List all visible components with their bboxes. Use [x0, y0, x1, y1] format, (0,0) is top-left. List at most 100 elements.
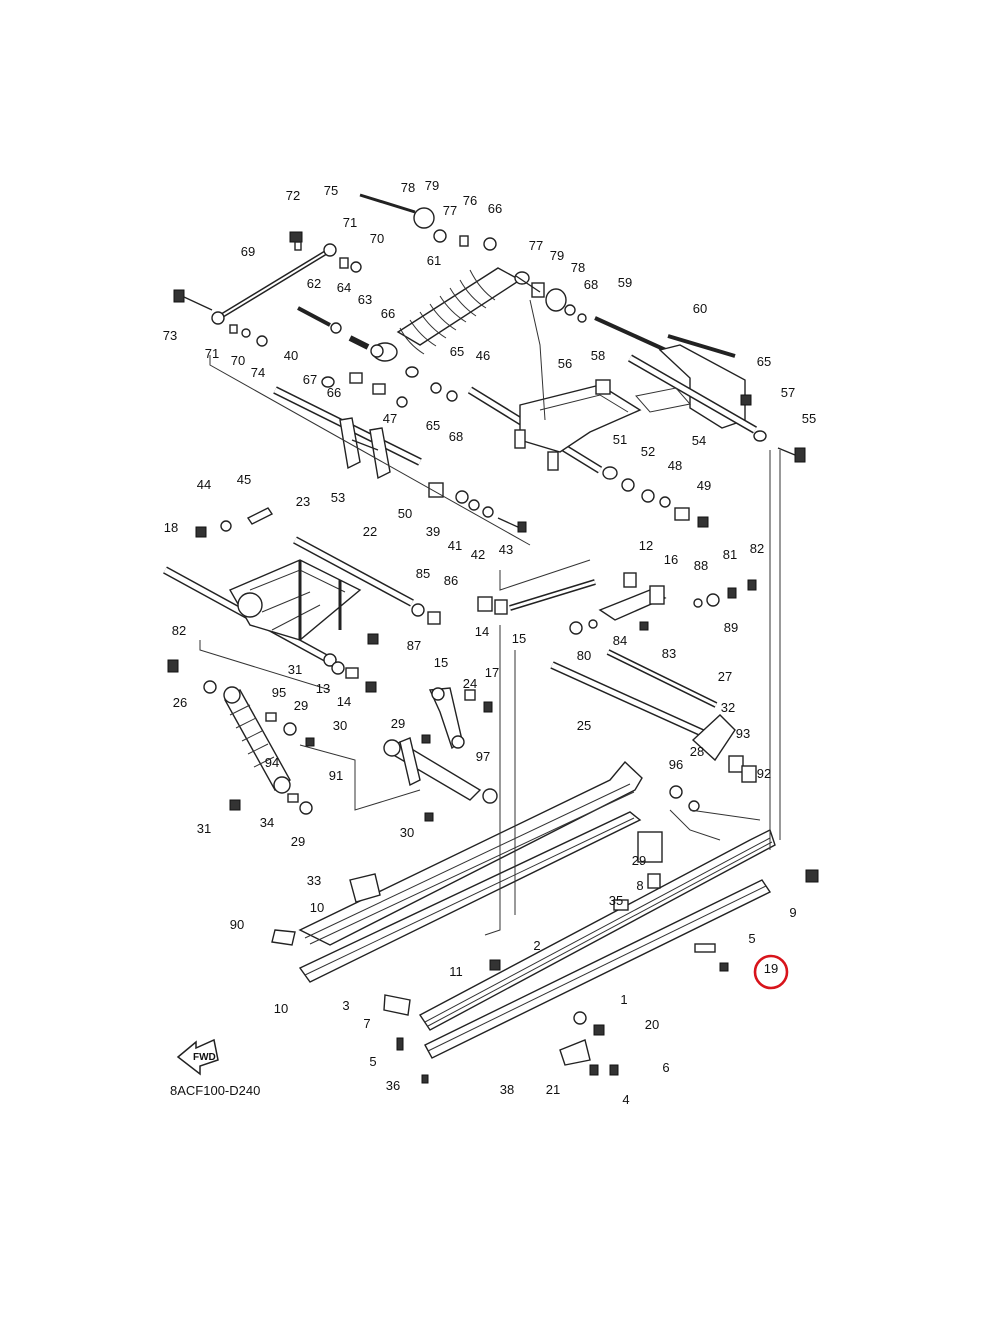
- callout-71: 71: [205, 346, 219, 361]
- bolt-72: [289, 231, 303, 251]
- bolts-62-64-63-66: [297, 306, 384, 358]
- callout-68: 68: [584, 277, 598, 292]
- callout-93: 93: [736, 726, 750, 741]
- callout-52: 52: [641, 444, 655, 459]
- callout-10: 10: [310, 900, 324, 915]
- bracket-24: [428, 687, 465, 750]
- callout-86: 86: [444, 573, 458, 588]
- callout-47: 47: [383, 411, 397, 426]
- callout-17: 17: [485, 665, 499, 680]
- collars-51-52-48-49-53: [602, 466, 709, 528]
- callout-69: 69: [241, 244, 255, 259]
- callout-96: 96: [669, 757, 683, 772]
- bracket-39: [339, 417, 391, 480]
- callout-66: 66: [327, 385, 341, 400]
- callout-44: 44: [197, 477, 211, 492]
- callout-23: 23: [296, 494, 310, 509]
- callout-19: 19: [764, 961, 778, 976]
- bracket-60-shaft-56: [628, 334, 757, 434]
- shaft-80: [477, 579, 596, 615]
- callout-85: 85: [416, 566, 430, 581]
- callout-87: 87: [407, 638, 421, 653]
- callout-43: 43: [499, 542, 513, 557]
- callout-42: 42: [471, 547, 485, 562]
- callout-78: 78: [571, 260, 585, 275]
- callout-14: 14: [337, 694, 351, 709]
- callout-22: 22: [363, 524, 377, 539]
- callout-32: 32: [721, 700, 735, 715]
- callout-31: 31: [288, 662, 302, 677]
- callout-63: 63: [358, 292, 372, 307]
- callout-72: 72: [286, 188, 300, 203]
- callout-90: 90: [230, 917, 244, 932]
- callout-29: 29: [294, 698, 308, 713]
- callout-40: 40: [284, 348, 298, 363]
- callout-8: 8: [636, 878, 643, 893]
- callout-15: 15: [434, 655, 448, 670]
- callout-82: 82: [172, 623, 186, 638]
- callout-24: 24: [463, 676, 477, 691]
- callout-31: 31: [197, 821, 211, 836]
- callout-7: 7: [363, 1016, 370, 1031]
- callout-94: 94: [265, 755, 279, 770]
- callout-62: 62: [307, 276, 321, 291]
- callout-12: 12: [639, 538, 653, 553]
- callout-4: 4: [622, 1092, 629, 1107]
- callout-13: 13: [316, 681, 330, 696]
- callout-97: 97: [476, 749, 490, 764]
- callout-30: 30: [400, 825, 414, 840]
- callout-9: 9: [789, 905, 796, 920]
- callout-81: 81: [723, 547, 737, 562]
- callout-65: 65: [757, 354, 771, 369]
- callout-68: 68: [449, 429, 463, 444]
- callout-61: 61: [427, 253, 441, 268]
- callout-48: 48: [668, 458, 682, 473]
- plate-93-hardware: [669, 714, 757, 812]
- collars-71-70: [229, 257, 362, 347]
- callout-36: 36: [386, 1078, 400, 1093]
- callout-65: 65: [426, 418, 440, 433]
- highlight-ring: [753, 954, 789, 990]
- hardware-14-15-13-17: [331, 603, 441, 693]
- callout-57: 57: [781, 385, 795, 400]
- callout-29: 29: [291, 834, 305, 849]
- callout-92: 92: [757, 766, 771, 781]
- callout-6: 6: [662, 1060, 669, 1075]
- callout-3: 3: [342, 998, 349, 1013]
- slide-rail-left: [298, 760, 643, 983]
- callout-25: 25: [577, 718, 591, 733]
- hardware-25-26-27-33: [421, 689, 493, 822]
- callout-14: 14: [475, 624, 489, 639]
- bolt-73: [173, 289, 213, 311]
- callout-11: 11: [449, 964, 463, 979]
- callout-20: 20: [645, 1017, 659, 1032]
- callout-71: 71: [343, 215, 357, 230]
- callout-70: 70: [231, 353, 245, 368]
- callout-1: 1: [620, 992, 627, 1007]
- callout-41: 41: [448, 538, 462, 553]
- slide-rail-right: [418, 829, 776, 1059]
- callout-88: 88: [694, 558, 708, 573]
- hardware-23-22: [195, 507, 274, 538]
- callout-26: 26: [173, 695, 187, 710]
- hardware-31-29-30-32: [167, 659, 315, 815]
- callout-79: 79: [425, 178, 439, 193]
- hardware-88-82-85-84-83-87: [569, 572, 757, 635]
- callout-53: 53: [331, 490, 345, 505]
- rail-hardware: [271, 831, 819, 1084]
- callout-77: 77: [443, 203, 457, 218]
- collars-41-45: [428, 482, 527, 533]
- callout-66: 66: [488, 201, 502, 216]
- callout-21: 21: [546, 1082, 560, 1097]
- arm-34: [383, 737, 498, 804]
- callout-77: 77: [529, 238, 543, 253]
- callout-65: 65: [450, 344, 464, 359]
- callout-67: 67: [303, 372, 317, 387]
- callout-45: 45: [237, 472, 251, 487]
- shaft-95: [606, 649, 718, 708]
- callout-29: 29: [632, 853, 646, 868]
- leader-lines: [199, 299, 781, 936]
- callout-18: 18: [164, 520, 178, 535]
- callout-5: 5: [748, 931, 755, 946]
- callout-66: 66: [381, 306, 395, 321]
